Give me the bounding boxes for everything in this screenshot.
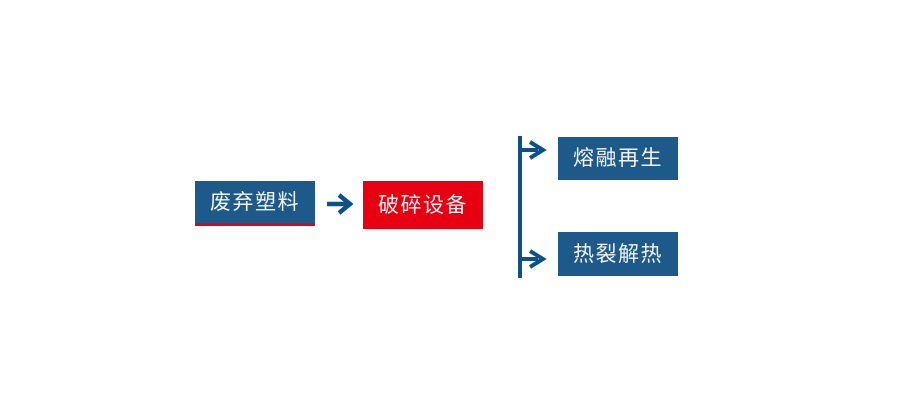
- node-waste-plastic-label: 废弃塑料: [210, 190, 300, 214]
- branch-line: [518, 136, 522, 278]
- node-waste-plastic: 废弃塑料: [195, 181, 315, 226]
- node-melt-regeneration: 熔融再生: [558, 137, 678, 180]
- node-crushing-equipment: 破碎设备: [363, 181, 483, 229]
- node-crushing-equipment-label: 破碎设备: [378, 193, 468, 217]
- node-pyrolysis-heat: 热裂解热: [558, 232, 678, 276]
- node-pyrolysis-heat-label: 热裂解热: [573, 242, 663, 266]
- arrow-right-icon: [327, 193, 354, 215]
- node-melt-regeneration-label: 熔融再生: [573, 147, 663, 170]
- arrow-right-icon: [520, 249, 547, 269]
- arrow-right-icon: [520, 140, 547, 160]
